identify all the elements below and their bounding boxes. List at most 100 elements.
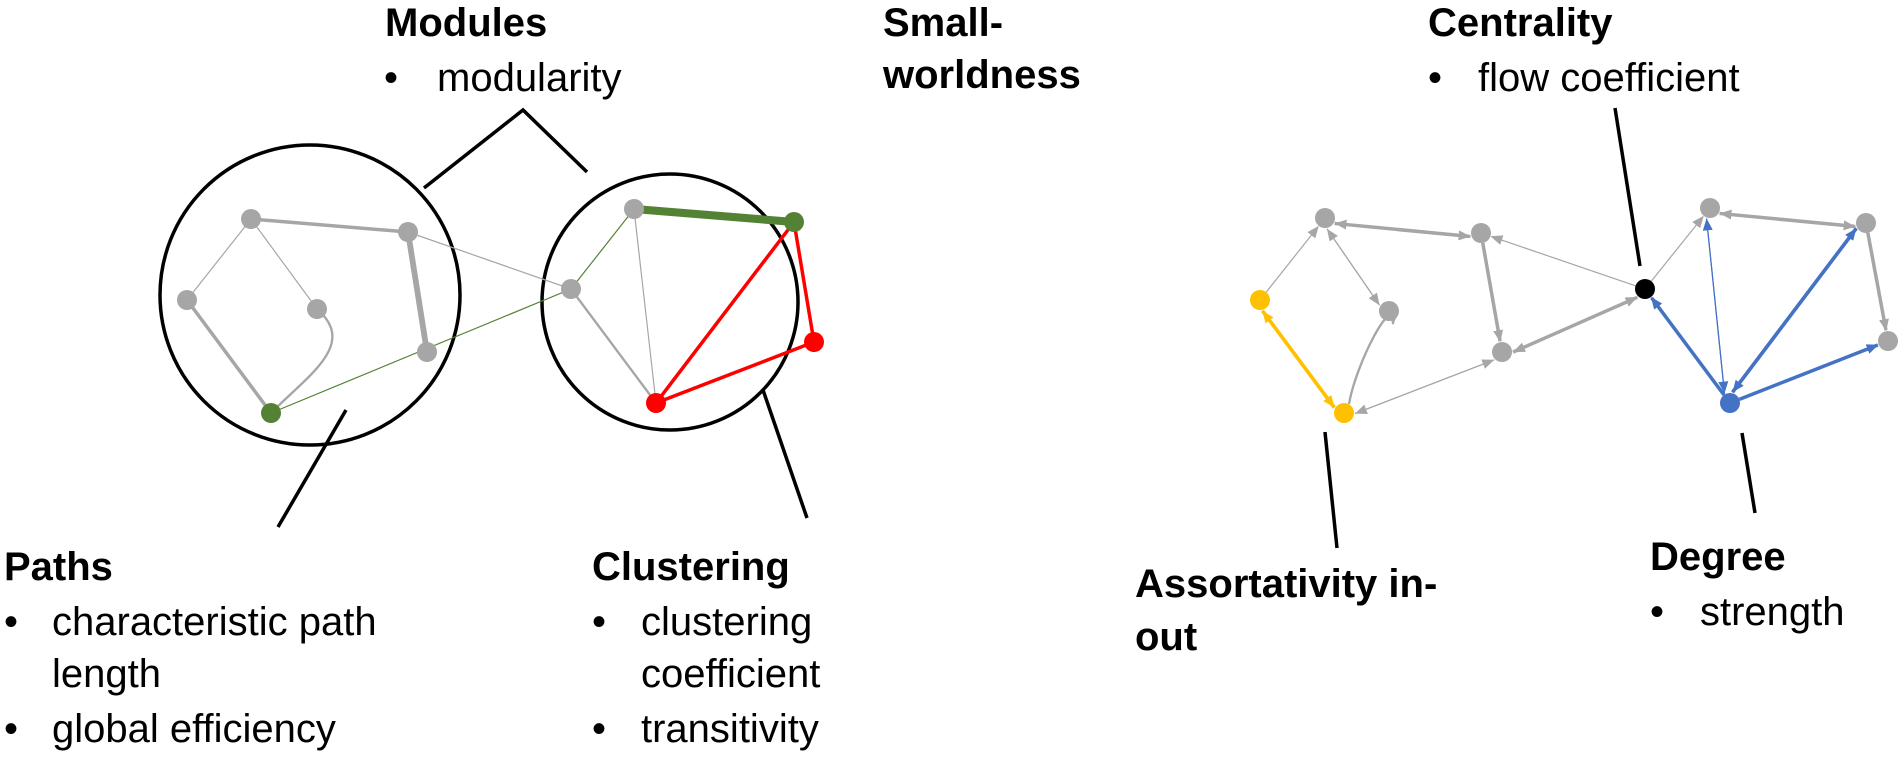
edge-d3-d1 xyxy=(1265,225,1319,293)
edge-d11-d9 xyxy=(1731,228,1858,394)
small-worldness-label: Small- worldness xyxy=(882,1,1081,97)
node-d10 xyxy=(1878,331,1898,351)
node-u11 xyxy=(646,393,666,413)
edge-d6-d5 xyxy=(1354,359,1495,414)
clustering-callout-line xyxy=(761,389,809,519)
edge-d11-d10 xyxy=(1738,343,1879,401)
edge-d2-d1 xyxy=(1334,219,1471,238)
degree-item: strength xyxy=(1700,590,1845,634)
node-d5 xyxy=(1334,403,1354,423)
small-worldness-title-line-2: worldness xyxy=(882,53,1081,97)
paths-item-1-line-2: length xyxy=(52,652,161,696)
directed-nodes xyxy=(1250,198,1898,423)
node-u2 xyxy=(398,222,418,242)
paths-callout-line xyxy=(276,409,348,528)
modules-title: Modules xyxy=(385,1,547,45)
edge-u2-u7 xyxy=(407,231,572,290)
edge-d4-d1 xyxy=(1326,228,1381,306)
bullet-dot-icon: • xyxy=(1650,590,1664,634)
node-d1 xyxy=(1315,208,1335,228)
bullet-dot-icon: • xyxy=(592,707,606,751)
undirected-edges xyxy=(185,204,816,415)
undirected-network xyxy=(158,143,824,447)
centrality-callout-line xyxy=(1613,107,1642,267)
edge-u1-u2 xyxy=(250,217,409,234)
assortativity-callout-line xyxy=(1323,431,1339,549)
bullet-dot-icon: • xyxy=(384,56,398,100)
assortativity-label: Assortativity in- out xyxy=(1135,562,1437,659)
paths-title: Paths xyxy=(4,545,113,589)
edge-u2-u5 xyxy=(405,231,430,353)
degree-callout-line xyxy=(1740,432,1757,514)
bullet-dot-icon: • xyxy=(4,707,18,751)
small-worldness-title-line-1: Small- xyxy=(883,1,1003,45)
edge-u7-u8 xyxy=(570,208,635,290)
edge-u7-u11 xyxy=(570,288,657,404)
edge-u8-u11 xyxy=(633,208,657,404)
paths-item-2: global efficiency xyxy=(52,707,336,751)
clustering-item-2: transitivity xyxy=(641,707,819,751)
edge-d7-d2 xyxy=(1490,235,1636,287)
assortativity-title-line-1: Assortativity in- xyxy=(1135,562,1437,606)
bullet-dot-icon: • xyxy=(4,600,18,644)
directed-edges xyxy=(1260,209,1889,415)
edge-d5-d4 xyxy=(1347,312,1399,405)
edge-u1-u3 xyxy=(186,218,252,301)
callout-lines xyxy=(276,107,1757,549)
bullet-dot-icon: • xyxy=(592,600,606,644)
node-u7 xyxy=(561,279,581,299)
edge-d7-d8 xyxy=(1650,215,1704,282)
edge-u1-u4 xyxy=(250,218,318,310)
edge-d9-d10 xyxy=(1866,232,1889,332)
assortativity-title-line-2: out xyxy=(1135,615,1197,659)
edge-u4-u6 xyxy=(270,308,334,414)
node-u10 xyxy=(804,332,824,352)
node-d9 xyxy=(1856,213,1876,233)
clustering-item-1-line-1: clustering xyxy=(641,600,812,644)
edge-u11-u9 xyxy=(654,220,796,405)
node-d4 xyxy=(1379,301,1399,321)
edge-d11-d7 xyxy=(1650,296,1726,397)
node-d6 xyxy=(1492,342,1512,362)
paths-label: Paths • characteristic path length • glo… xyxy=(4,545,377,751)
node-u3 xyxy=(177,290,197,310)
node-u4 xyxy=(307,299,327,319)
edge-d9-d8 xyxy=(1719,209,1856,228)
degree-label: Degree • strength xyxy=(1650,535,1845,634)
edge-d2-d6 xyxy=(1481,242,1504,343)
node-d2 xyxy=(1471,223,1491,243)
node-u1 xyxy=(241,209,261,229)
node-d7 xyxy=(1635,279,1655,299)
edge-u8-u9 xyxy=(633,204,795,227)
undirected-nodes xyxy=(177,199,824,423)
centrality-item: flow coefficient xyxy=(1478,56,1740,100)
edge-u3-u6 xyxy=(185,298,273,415)
edge-d5-d3 xyxy=(1261,310,1336,409)
module-left-circle xyxy=(158,143,462,447)
bullet-dot-icon: • xyxy=(1428,56,1442,100)
node-u5 xyxy=(417,342,437,362)
modules-callout-line xyxy=(422,107,589,190)
centrality-title: Centrality xyxy=(1428,1,1613,45)
modules-item: modularity xyxy=(437,56,622,100)
node-u6 xyxy=(261,403,281,423)
edge-u10-u11 xyxy=(655,340,815,405)
paths-item-1-line-1: characteristic path xyxy=(52,600,377,644)
node-u9 xyxy=(784,212,804,232)
module-right-circle xyxy=(540,172,800,432)
edge-d7-d6 xyxy=(1512,296,1639,353)
clustering-label: Clustering • clustering coefficient • tr… xyxy=(592,545,820,751)
degree-title: Degree xyxy=(1650,535,1786,579)
centrality-label: Centrality • flow coefficient xyxy=(1428,1,1740,100)
clustering-item-1-line-2: coefficient xyxy=(641,652,820,696)
clustering-title: Clustering xyxy=(592,545,790,589)
node-d11 xyxy=(1720,393,1740,413)
node-d8 xyxy=(1700,198,1720,218)
node-d3 xyxy=(1250,290,1270,310)
edge-d11-d8 xyxy=(1702,218,1726,394)
modules-label: Modules • modularity xyxy=(384,1,622,100)
node-u8 xyxy=(624,199,644,219)
directed-network xyxy=(1250,198,1898,423)
edge-u9-u10 xyxy=(792,221,816,343)
